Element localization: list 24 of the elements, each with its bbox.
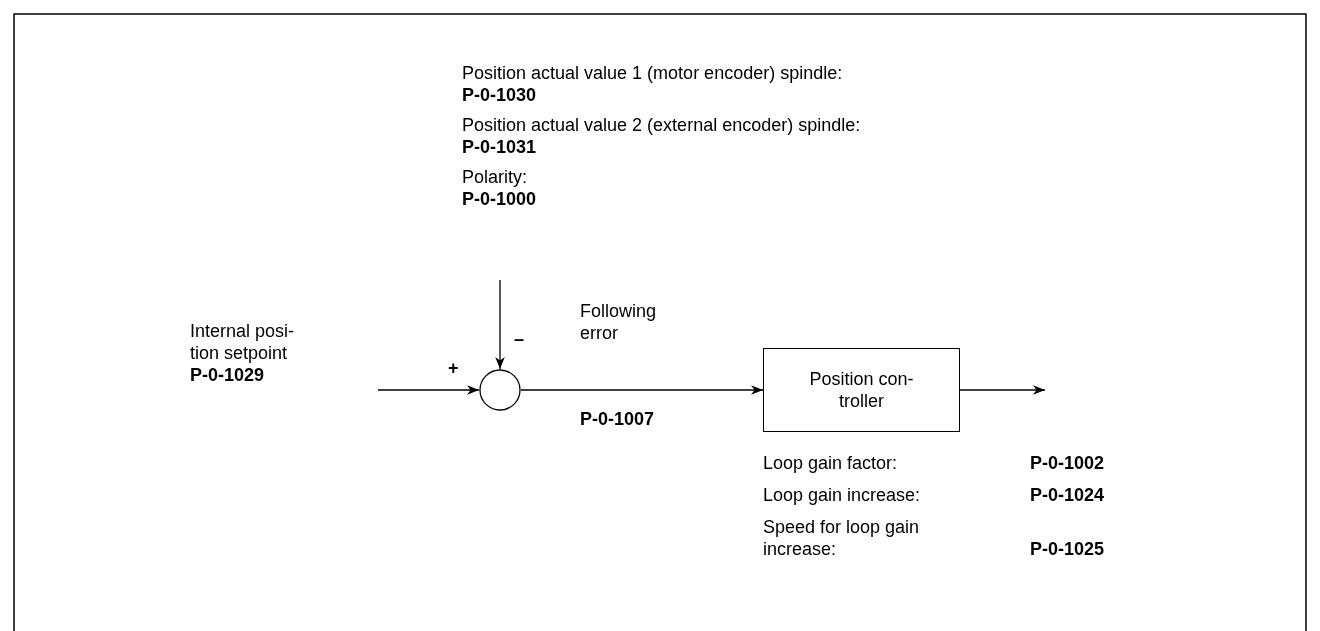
signal-label: Position actual value 2 (external encoder) spindle: (462, 114, 862, 136)
block-title: Position con- troller (808, 368, 915, 412)
parameter-number: P-0-1000 (462, 188, 538, 210)
parameter-name: Speed for loop gain increase: (763, 516, 921, 560)
signal-label: Following error (580, 300, 658, 344)
parameter-number: P-0-1007 (580, 408, 655, 430)
parameter-name: Loop gain factor: (763, 452, 898, 474)
arrow (959, 385, 1046, 395)
parameter-number: P-0-1025 (1030, 538, 1105, 560)
signal-label: Position actual value 1 (motor encoder) spindle: (462, 62, 844, 84)
parameter-number: P-0-1031 (462, 136, 538, 158)
parameter-number: P-0-1024 (1030, 484, 1105, 506)
parameter-number: P-0-1030 (462, 84, 538, 106)
arrow (495, 279, 505, 370)
sign: + (448, 357, 459, 379)
controller-box (763, 348, 960, 432)
parameter-name: Loop gain increase: (763, 484, 921, 506)
parameter-number: P-0-1002 (1030, 452, 1105, 474)
arrow (377, 385, 480, 395)
parameter-number: P-0-1029 (190, 364, 266, 386)
signal-label: Polarity: (462, 166, 529, 188)
arrow (520, 385, 764, 395)
sign: – (514, 328, 524, 350)
signal-label: Internal posi- tion setpoint (190, 320, 296, 364)
